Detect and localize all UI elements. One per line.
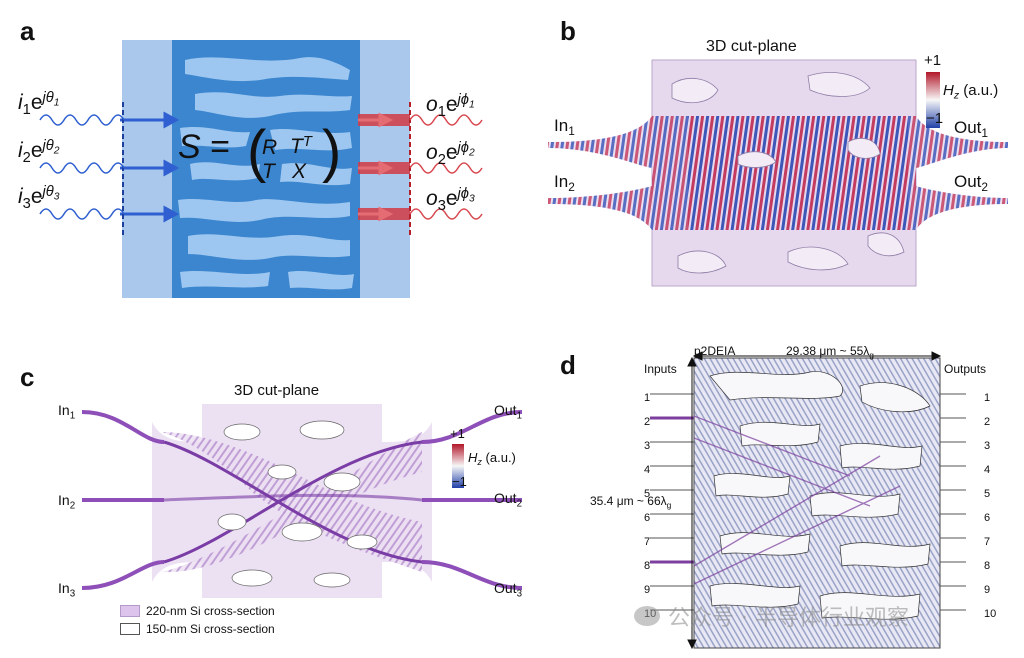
panel-d-outputs-title: Outputs (944, 362, 987, 376)
panel-d-letter: d (560, 350, 576, 380)
panel-c-in2: In2 (58, 492, 76, 512)
panel-c-legend-220: 220-nm Si cross-section (120, 604, 275, 618)
watermark: 公众号 · 半导体行业观察 (634, 600, 909, 632)
panel-d-inputs-title: Inputs (644, 362, 677, 376)
panel-b-in1: In1 (554, 116, 575, 139)
input-port-number: 7 (644, 536, 651, 548)
panel-b-colorbar (926, 72, 940, 128)
watermark-text: 公众号 · 半导体行业观察 (668, 606, 909, 631)
panel-c-letter: c (20, 362, 35, 392)
panel-c-scale-top: +1 (450, 426, 465, 441)
matrix-T-transpose: TT (290, 134, 312, 159)
panel-c-out2: Out2 (494, 490, 523, 510)
output-port-number: 10 (984, 608, 997, 620)
panel-c-scale-bottom: −1 (452, 474, 467, 489)
input-label-1: i1ejθ1 (18, 90, 60, 118)
s-matrix-equation: S = (178, 128, 230, 166)
output-port-number: 6 (984, 512, 991, 524)
panel-d-width-label: 29.38 μm ~ 55λg (786, 344, 874, 360)
panel-c-in1: In1 (58, 402, 76, 422)
legend-label-220: 220-nm Si cross-section (146, 604, 275, 618)
panel-c-colorbar (452, 444, 464, 488)
panel-b-out2: Out2 (954, 172, 989, 195)
panel-b-out1: Out1 (954, 118, 989, 141)
output-port-number: 5 (984, 488, 991, 500)
panel-d-height-label: 35.4 μm ~ 66λg (590, 494, 672, 510)
panel-b-title: 3D cut-plane (706, 38, 797, 55)
input-port-number: 8 (644, 560, 651, 572)
panel-c-scale-label: Hz (a.u.) (468, 450, 516, 467)
panel-b-letter: b (560, 16, 576, 46)
output-port-number: 3 (984, 440, 991, 452)
panel-c-out3: Out3 (494, 580, 523, 600)
output-port-number: 8 (984, 560, 991, 572)
input-label-2: i2ejθ2 (18, 138, 60, 166)
matrix-R: R (262, 136, 278, 159)
legend-swatch-220 (120, 605, 140, 617)
input-port-number: 4 (644, 464, 651, 476)
panel-a-letter: a (20, 16, 35, 46)
panel-b-field (548, 59, 1008, 287)
legend-swatch-150 (120, 623, 140, 635)
matrix-T: T (262, 160, 275, 183)
panel-c-out1: Out1 (494, 402, 523, 422)
panel-a-diagram (39, 40, 483, 298)
output-label-1: o1ejϕ1 (426, 92, 475, 120)
wechat-icon (634, 606, 660, 626)
panel-d-device-name: p2DEIA (694, 344, 736, 358)
matrix-X: X (292, 160, 307, 183)
output-label-3: o3ejϕ3 (426, 186, 475, 214)
input-label-3: i3ejθ3 (18, 184, 60, 212)
output-waves (409, 114, 483, 220)
panel-b-scale-label: Hz (a.u.) (943, 82, 999, 102)
s-matrix-right-paren: ) (322, 119, 342, 184)
panel-d-device (650, 351, 966, 650)
panel-c-legend-150: 150-nm Si cross-section (120, 622, 275, 636)
panel-c-waveguides (81, 410, 523, 590)
panel-d-output-numbers: 1 2 3 4 5 6 7 8 9 10 (984, 386, 996, 626)
input-port-number: 6 (644, 512, 651, 524)
panel-b-in2: In2 (554, 172, 575, 195)
input-port-number: 9 (644, 584, 651, 596)
scatter-pattern (178, 57, 354, 290)
s-matrix-left-paren: ( (247, 119, 267, 184)
panel-c-in3: In3 (58, 580, 76, 600)
panel-d-output-ports (940, 393, 966, 611)
output-port-number: 7 (984, 536, 991, 548)
input-port-number: 3 (644, 440, 651, 452)
output-port-number: 2 (984, 416, 991, 428)
input-waves (39, 114, 125, 220)
input-port-number: 5 (644, 488, 651, 500)
input-port-number: 1 (644, 392, 651, 404)
panel-c-field (81, 404, 523, 598)
output-label-2: o2ejϕ2 (426, 140, 475, 168)
legend-label-150: 150-nm Si cross-section (146, 622, 275, 636)
output-port-number: 1 (984, 392, 991, 404)
output-port-number: 4 (984, 464, 991, 476)
input-port-number: 2 (644, 416, 651, 428)
output-port-number: 9 (984, 584, 991, 596)
panel-d-input-numbers: 1 2 3 4 5 6 7 8 9 10 (644, 386, 656, 626)
panel-b-scale-bottom: −1 (926, 110, 944, 127)
panel-b-scale-top: +1 (924, 52, 942, 69)
panel-c-title: 3D cut-plane (234, 382, 320, 399)
